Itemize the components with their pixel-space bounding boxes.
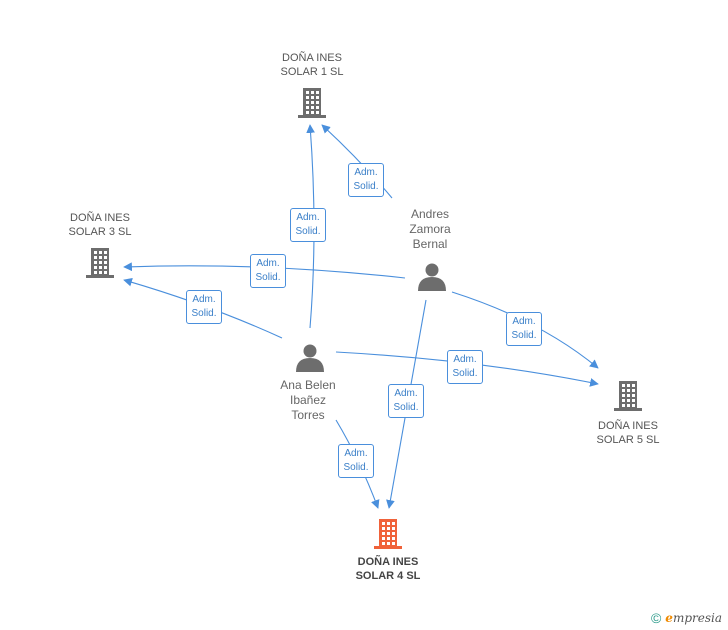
edge-label-line: Solid. [353, 181, 379, 192]
node-label-line: Andres [410, 207, 450, 221]
edge-label-line: Solid. [255, 272, 281, 283]
building-icon[interactable] [374, 519, 402, 549]
edge-label-line: Adm. [256, 258, 280, 269]
node-label-line: Ana Belen [280, 378, 336, 392]
edge-label-line: Solid. [511, 330, 537, 341]
node-label-line: Ibañez [289, 393, 327, 407]
edge-label-line: Adm. [453, 354, 477, 365]
node-label-solar5[interactable]: DOÑA INES SOLAR 5 SL [568, 419, 688, 447]
building-icon[interactable] [614, 381, 642, 411]
edge-label-ana-to-solar5[interactable]: Adm. Solid. [447, 350, 483, 384]
building-icon[interactable] [298, 88, 326, 118]
edge-label-line: Solid. [452, 368, 478, 379]
edge-label-ana-to-solar1[interactable]: Adm. Solid. [290, 208, 326, 242]
edge-label-line: Adm. [344, 448, 368, 459]
edge-label-ana-to-solar3[interactable]: Adm. Solid. [186, 290, 222, 324]
edge-label-line: Adm. [354, 167, 378, 178]
person-icon[interactable] [296, 344, 324, 373]
edge-andres-to-solar1 [321, 124, 393, 199]
node-label-line: DOÑA INES [70, 212, 130, 224]
edge-label-line: Adm. [394, 388, 418, 399]
edge-label-ana-to-solar4[interactable]: Adm. Solid. [338, 444, 374, 478]
node-label-line: SOLAR 5 SL [596, 434, 660, 446]
edge-label-line: Adm. [512, 316, 536, 327]
edge-label-andres-to-solar4[interactable]: Adm. Solid. [388, 384, 424, 418]
node-label-line: Torres [291, 408, 325, 422]
edge-label-andres-to-solar5[interactable]: Adm. Solid. [506, 312, 542, 346]
edge-label-line: Solid. [343, 462, 369, 473]
edge-label-andres-to-solar3[interactable]: Adm. Solid. [250, 254, 286, 288]
edge-label-line: Solid. [393, 402, 419, 413]
empresia-logo[interactable]: empresia [665, 611, 722, 625]
edge-label-line: Solid. [295, 226, 321, 237]
node-label-solar4[interactable]: DOÑA INES SOLAR 4 SL [328, 555, 448, 583]
node-label-line: DOÑA INES [357, 556, 419, 568]
node-label-line: SOLAR 4 SL [355, 570, 421, 582]
node-label-line: Zamora [409, 222, 451, 236]
node-label-line: SOLAR 3 SL [68, 226, 132, 238]
node-label-solar1[interactable]: DOÑA INES SOLAR 1 SL [252, 51, 372, 79]
node-label-line: SOLAR 1 SL [280, 66, 344, 78]
node-label-solar3[interactable]: DOÑA INES SOLAR 3 SL [40, 211, 160, 239]
edge-label-line: Adm. [192, 294, 216, 305]
person-icon[interactable] [418, 263, 446, 292]
building-icon[interactable] [86, 248, 114, 278]
edge-label-line: Adm. [296, 212, 320, 223]
edge-label-line: Solid. [191, 308, 217, 319]
node-label-line: DOÑA INES [282, 52, 342, 64]
copyright-symbol: © [650, 610, 662, 626]
edge-label-andres-to-solar1[interactable]: Adm. Solid. [348, 163, 384, 197]
node-label-line: Bernal [412, 237, 448, 251]
footer-credit: © empresia [651, 610, 722, 626]
node-label-line: DOÑA INES [598, 420, 658, 432]
